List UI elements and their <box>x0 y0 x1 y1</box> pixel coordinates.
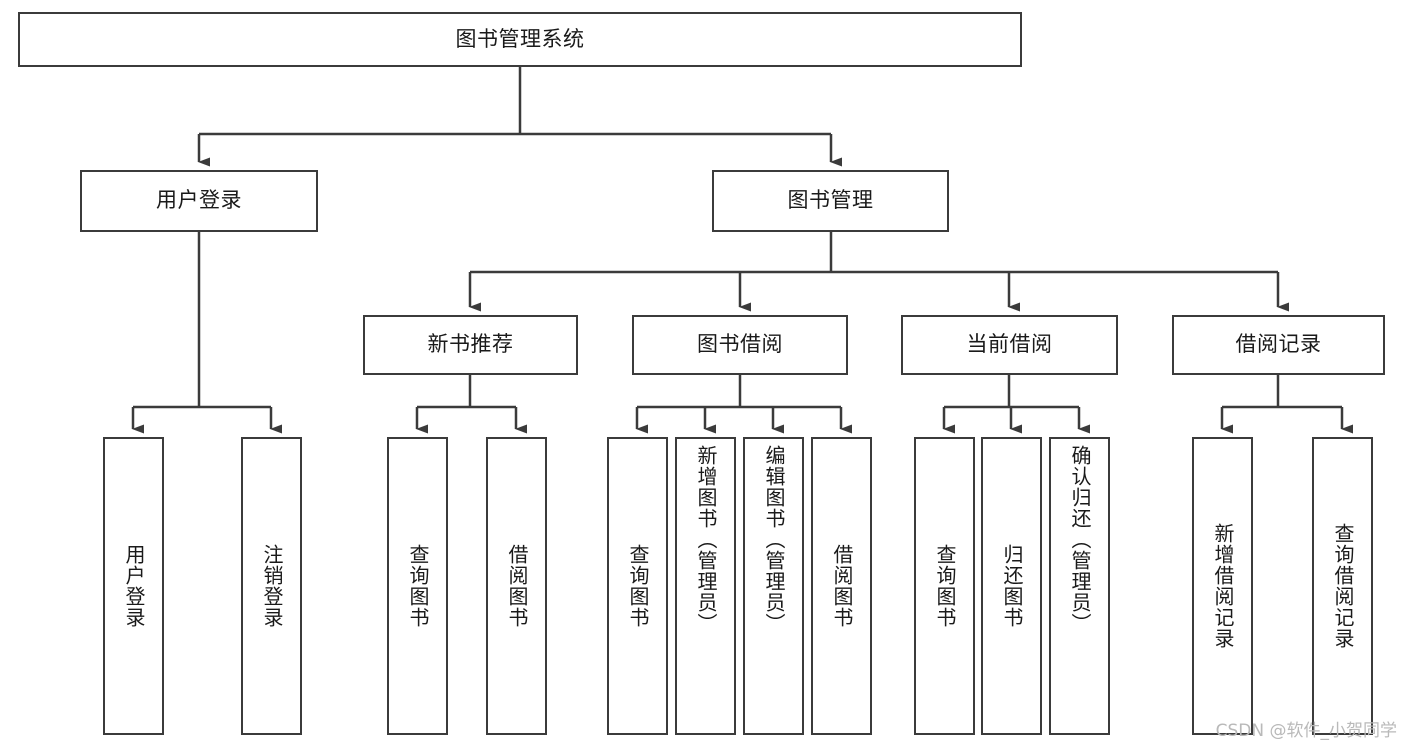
node-book-borrow[interactable]: 图书借阅 <box>632 315 848 375</box>
node-new-book-rec[interactable]: 新书推荐 <box>363 315 578 375</box>
node-leaf-query-book-3-label: 查询图书 <box>933 544 957 628</box>
node-leaf-query-record[interactable]: 查询借阅记录 <box>1312 437 1373 735</box>
node-leaf-user-login-label: 用户登录 <box>122 544 146 628</box>
node-book-borrow-label: 图书借阅 <box>697 332 783 357</box>
node-book-manage[interactable]: 图书管理 <box>712 170 949 232</box>
node-leaf-add-book[interactable]: 新增图书（管理员） <box>675 437 736 735</box>
node-leaf-add-record[interactable]: 新增借阅记录 <box>1192 437 1253 735</box>
node-root-label: 图书管理系统 <box>455 26 585 51</box>
node-leaf-borrow-book-1-label: 借阅图书 <box>505 544 529 628</box>
node-current-borrow-label: 当前借阅 <box>966 332 1053 357</box>
node-leaf-borrow-book-1[interactable]: 借阅图书 <box>486 437 547 735</box>
node-leaf-add-record-label: 新增借阅记录 <box>1211 523 1235 649</box>
node-user-login-label: 用户登录 <box>156 188 242 213</box>
node-leaf-edit-book-label: 编辑图书（管理员） <box>762 445 786 634</box>
node-leaf-edit-book[interactable]: 编辑图书（管理员） <box>743 437 804 735</box>
node-leaf-query-book-1-label: 查询图书 <box>406 544 430 628</box>
node-user-login[interactable]: 用户登录 <box>80 170 318 232</box>
node-leaf-query-record-label: 查询借阅记录 <box>1331 523 1355 649</box>
node-current-borrow[interactable]: 当前借阅 <box>901 315 1118 375</box>
node-leaf-confirm-return[interactable]: 确认归还（管理员） <box>1049 437 1110 735</box>
node-new-book-rec-label: 新书推荐 <box>427 332 514 357</box>
node-leaf-logout[interactable]: 注销登录 <box>241 437 302 735</box>
node-root[interactable]: 图书管理系统 <box>18 12 1022 67</box>
node-borrow-record-label: 借阅记录 <box>1235 332 1322 357</box>
node-leaf-query-book-2-label: 查询图书 <box>626 544 650 628</box>
node-leaf-return-book-label: 归还图书 <box>1000 544 1024 628</box>
node-borrow-record[interactable]: 借阅记录 <box>1172 315 1385 375</box>
node-leaf-confirm-return-label: 确认归还（管理员） <box>1068 445 1092 634</box>
node-leaf-user-login[interactable]: 用户登录 <box>103 437 164 735</box>
node-leaf-borrow-book-2[interactable]: 借阅图书 <box>811 437 872 735</box>
node-leaf-query-book-2[interactable]: 查询图书 <box>607 437 668 735</box>
node-book-manage-label: 图书管理 <box>787 188 874 213</box>
node-leaf-query-book-3[interactable]: 查询图书 <box>914 437 975 735</box>
node-leaf-return-book[interactable]: 归还图书 <box>981 437 1042 735</box>
node-leaf-logout-label: 注销登录 <box>260 544 284 628</box>
node-leaf-query-book-1[interactable]: 查询图书 <box>387 437 448 735</box>
node-leaf-borrow-book-2-label: 借阅图书 <box>830 544 854 628</box>
node-leaf-add-book-label: 新增图书（管理员） <box>694 445 718 634</box>
